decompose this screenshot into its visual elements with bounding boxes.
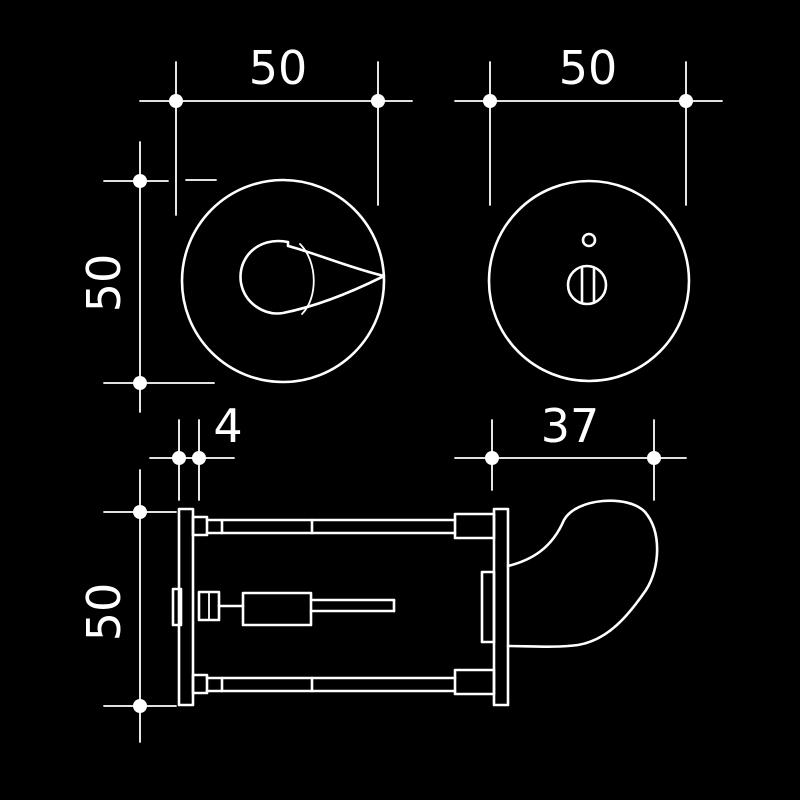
dim-left-label: 50 bbox=[77, 254, 131, 313]
dim-bottom-label: 50 bbox=[77, 583, 131, 642]
left-plate bbox=[177, 507, 195, 707]
right-boss bbox=[480, 570, 496, 644]
bottom-screw bbox=[191, 668, 496, 696]
thumbturn-inner-line bbox=[299, 243, 315, 315]
thumbturn-knob-profile bbox=[506, 499, 659, 648]
dimension-top-left: 50 bbox=[139, 41, 413, 216]
dimension-top-right: 50 bbox=[454, 41, 723, 206]
indicator-small-hole bbox=[581, 232, 597, 248]
rosette-circle-right bbox=[487, 179, 691, 383]
emergency-release-circle bbox=[566, 264, 608, 306]
dim-thickness-label: 4 bbox=[213, 399, 242, 453]
spindle-assembly bbox=[171, 587, 396, 627]
front-view-thumbturn bbox=[180, 178, 386, 384]
dim-projection-label: 37 bbox=[541, 399, 600, 453]
dimension-plate-thickness: 4 bbox=[149, 399, 243, 501]
rosette-circle-left bbox=[180, 178, 386, 384]
dimension-bottom-vertical: 50 bbox=[77, 469, 177, 743]
dim-top-left-label: 50 bbox=[249, 41, 308, 95]
spindle-body bbox=[241, 591, 313, 627]
right-plate bbox=[492, 507, 510, 707]
dimension-knob-projection: 37 bbox=[454, 399, 687, 501]
top-screw bbox=[191, 512, 496, 540]
front-view-indicator bbox=[487, 179, 691, 383]
dimension-left-vertical: 50 bbox=[77, 141, 217, 413]
thumbturn-shape bbox=[239, 239, 386, 315]
dim-top-right-label: 50 bbox=[559, 41, 618, 95]
outer-boss bbox=[171, 587, 183, 627]
side-view bbox=[171, 499, 659, 707]
